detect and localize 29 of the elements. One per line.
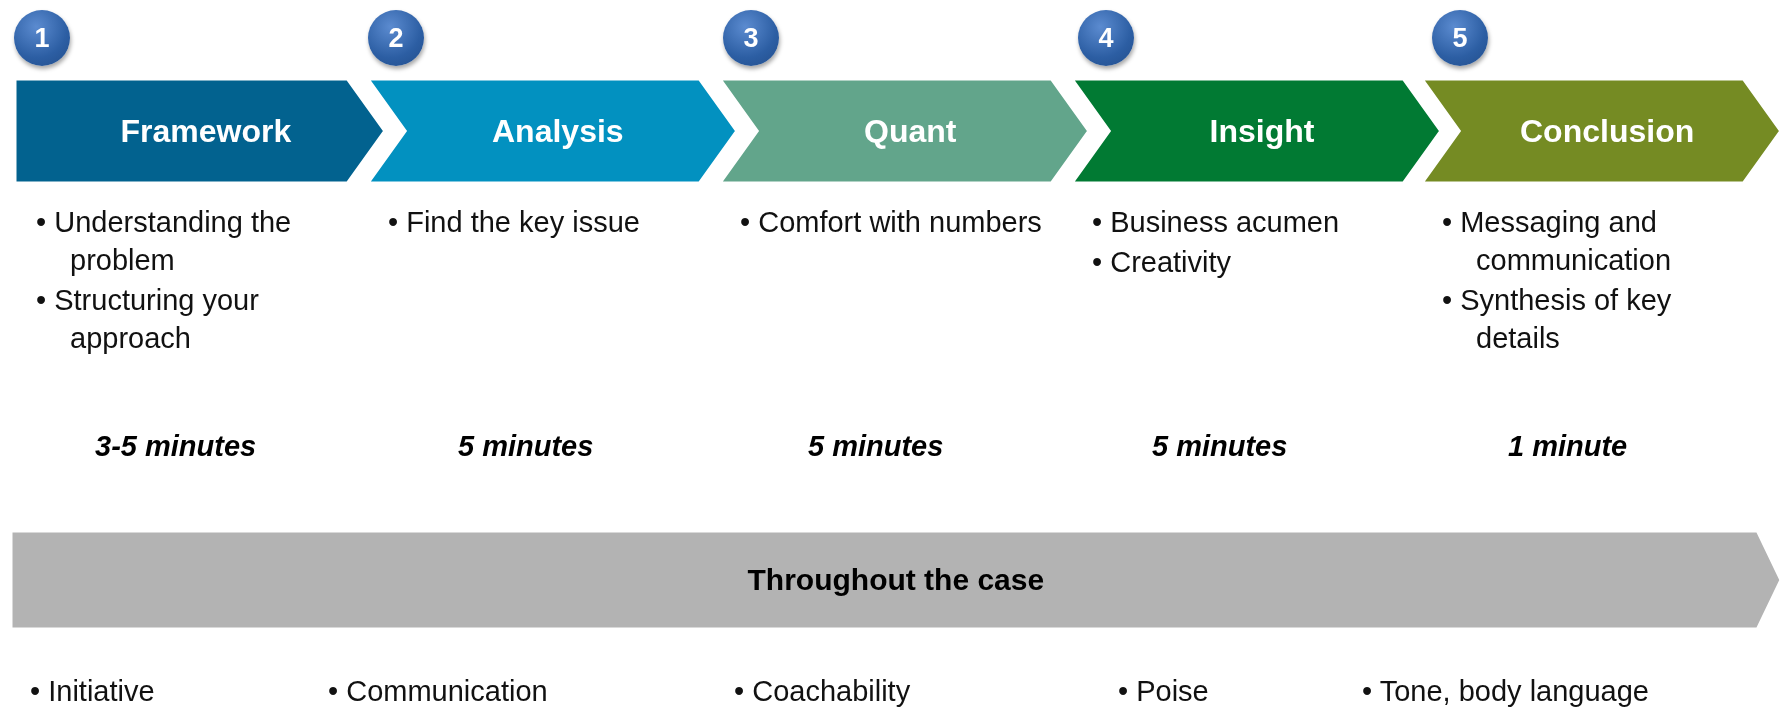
duration-label: 5 minutes [458,430,594,463]
step-title: Quant [864,112,957,150]
step-title: Conclusion [1520,112,1695,150]
number-badge: 3 [723,10,779,66]
duration-label: 5 minutes [1152,430,1288,463]
bullet-item: • Messaging and communication [1442,205,1673,278]
bullet-item: • Comfort with numbers [740,205,1043,240]
step-title: Throughout the case [747,563,1045,597]
bullet-item: • Synthesis of key details [1442,283,1673,356]
duration-label: 3-5 minutes [95,430,257,463]
number-badge: 2 [368,10,424,66]
bullet-item: • Coachability [734,674,911,709]
bullet-item: • Business acumen [1092,205,1341,240]
bullet-item: • Communication [328,674,548,709]
number-badge: 4 [1078,10,1134,66]
bullet-item: • Creativity [1092,245,1233,280]
step-title: Framework [120,112,292,150]
bullet-item: • Understanding the problem [36,205,293,278]
step-title: Analysis [492,112,624,150]
bullet-item: • Tone, body language [1362,674,1649,709]
duration-label: 1 minute [1508,430,1628,463]
bullet-item: • Initiative [30,674,155,709]
bullet-item: • Poise [1118,674,1209,709]
bullet-item: • Find the key issue [388,205,641,240]
step-title: Insight [1209,112,1315,150]
duration-label: 5 minutes [808,430,944,463]
number-badge: 1 [14,10,70,66]
number-badge: 5 [1432,10,1488,66]
bullet-item: • Structuring your approach [36,283,260,356]
